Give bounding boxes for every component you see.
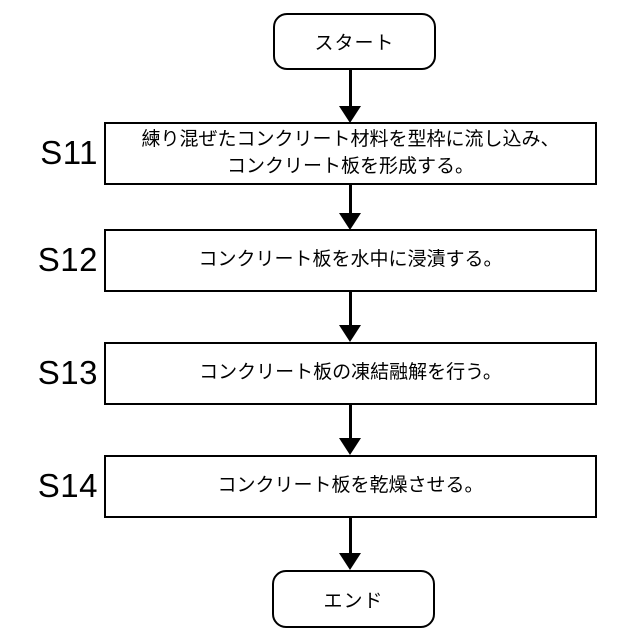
arrow-shaft: [348, 518, 352, 553]
step-label-s13: S13: [37, 354, 98, 391]
arrow-shaft: [348, 185, 352, 213]
step-text-s13: コンクリート板の凍結融解を行う。: [199, 362, 502, 384]
terminal-start: スタート: [273, 13, 436, 70]
step-label-s14: S14: [37, 467, 98, 504]
arrow-down-icon: [339, 292, 361, 342]
step-text-s11: 練り混ぜたコンクリート材料を型枠に流し込み、 コンクリート板を形成する。: [141, 128, 560, 177]
arrow-shaft: [348, 292, 352, 325]
arrow-head: [339, 213, 361, 230]
arrow-down-icon: [339, 518, 361, 570]
terminal-end-label: エンド: [323, 590, 384, 612]
step-text-s14: コンクリート板を乾燥させる。: [217, 475, 484, 497]
arrow-down-icon: [339, 405, 361, 455]
arrow-shaft: [348, 405, 352, 438]
step-box-s13: コンクリート板の凍結融解を行う。: [104, 342, 597, 405]
step-label-s11: S11: [40, 134, 98, 171]
step-label-s12: S12: [37, 241, 98, 278]
arrow-head: [339, 438, 361, 455]
step-box-s12: コンクリート板を水中に浸漬する。: [104, 229, 597, 292]
arrow-head: [339, 325, 361, 342]
arrow-down-icon: [339, 185, 361, 230]
arrow-head: [339, 106, 361, 123]
arrow-head: [339, 553, 361, 570]
arrow-shaft: [348, 70, 352, 106]
step-box-s11: 練り混ぜたコンクリート材料を型枠に流し込み、 コンクリート板を形成する。: [104, 122, 597, 185]
step-box-s14: コンクリート板を乾燥させる。: [104, 455, 597, 518]
terminal-end: エンド: [272, 570, 435, 628]
step-text-s12: コンクリート板を水中に浸漬する。: [198, 249, 503, 271]
arrow-down-icon: [339, 70, 361, 123]
terminal-start-label: スタート: [314, 33, 395, 54]
